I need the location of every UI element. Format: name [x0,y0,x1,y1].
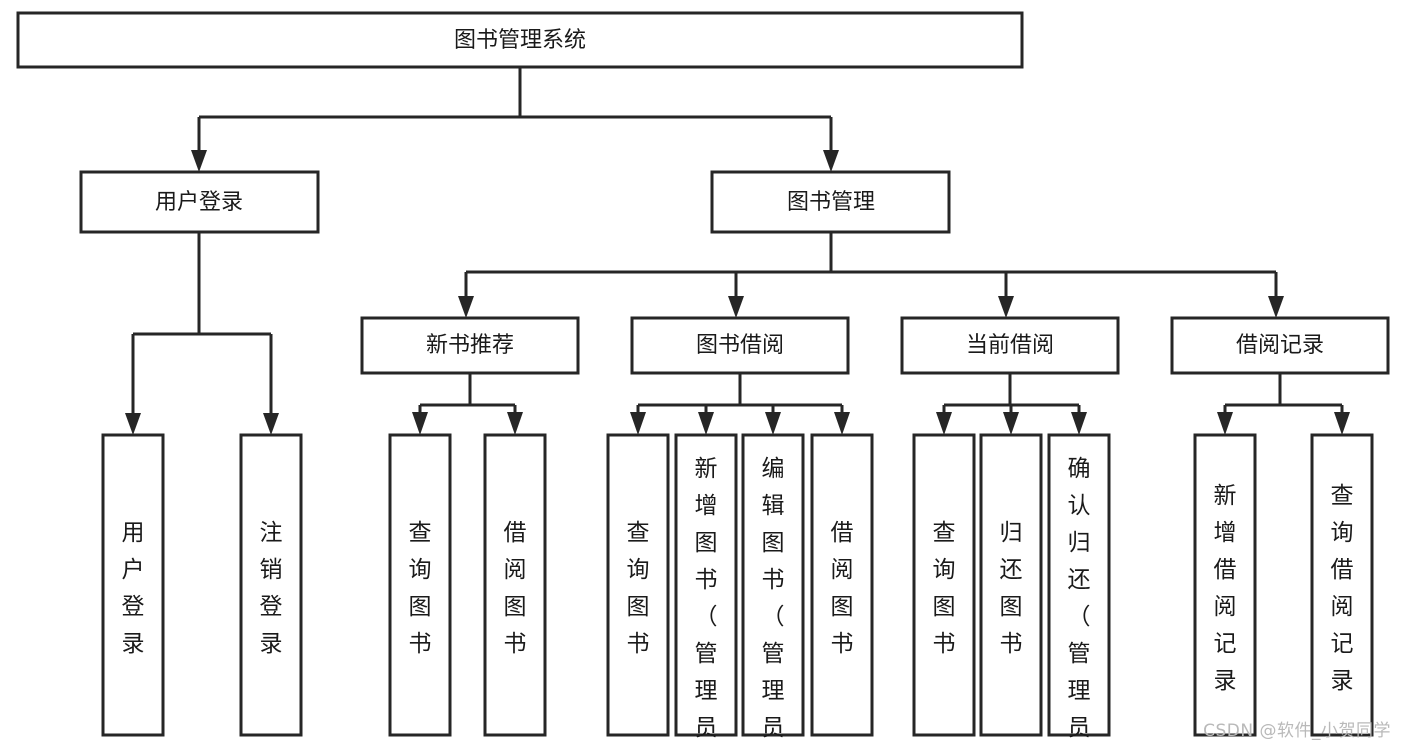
node-user-login-box[interactable] [79,170,320,234]
arrow-book-borrow-leaf-3 [834,412,850,435]
arrow-user-login-leaf-1 [263,413,279,435]
leaf-book-borrow-1-box[interactable] [674,433,738,737]
arrow-current-borrow-leaf-2 [1071,412,1087,435]
leaf-user-login-1-label: 注销登录 [260,520,283,657]
leaf-new-book-1-box[interactable] [483,433,547,737]
leaf-book-borrow-0-label: 查询图书 [627,520,650,657]
node-book-borrow-box[interactable] [630,316,850,375]
leaf-new-book-1[interactable]: 借阅图书 [483,433,547,737]
leaf-book-borrow-3[interactable]: 借阅图书 [810,433,874,737]
leaf-current-borrow-1-box[interactable] [979,433,1043,737]
arrow-current-borrow-leaf-0 [936,412,952,435]
node-borrow-record[interactable]: 借阅记录 [1170,316,1390,375]
leaf-current-borrow-2-box[interactable] [1047,433,1111,737]
leaf-borrow-record-0-box[interactable] [1193,433,1257,737]
arrow-root-to-user-login [191,150,207,172]
node-book-manage-box[interactable] [710,170,951,234]
arrow-borrow-record-leaf-0 [1217,412,1233,435]
leaf-book-borrow-2-box[interactable] [741,433,805,737]
leaf-current-borrow-2-label: 确认归还（管理员） [1068,456,1091,747]
leaf-borrow-record-1[interactable]: 查询借阅记录 [1310,433,1374,737]
leaf-borrow-record-0-label: 新增借阅记录 [1214,483,1237,694]
leaf-current-borrow-0-label: 查询图书 [933,520,956,657]
node-new-book[interactable]: 新书推荐 [360,316,580,375]
leaf-user-login-1[interactable]: 注销登录 [239,433,303,737]
node-borrow-record-box[interactable] [1170,316,1390,375]
arrow-new-book-leaf-0 [412,412,428,435]
leaf-book-borrow-2-label: 编辑图书（管理员） [762,456,785,747]
leaf-current-borrow-1[interactable]: 归还图书 [979,433,1043,737]
arrow-new-book-leaf-1 [507,412,523,435]
arrow-book-manage-to-new-book [458,296,474,318]
arrow-book-manage-to-borrow-record [1268,296,1284,318]
arrow-book-manage-to-current-borrow [998,296,1014,318]
arrow-borrow-record-leaf-1 [1334,412,1350,435]
arrow-book-borrow-leaf-1 [698,412,714,435]
node-new-book-label: 新书推荐 [426,333,514,358]
node-user-login[interactable]: 用户登录 [79,170,320,234]
leaf-borrow-record-1-box[interactable] [1310,433,1374,737]
leaf-book-borrow-1[interactable]: 新增图书（管理员） [674,433,738,747]
leaf-borrow-record-0[interactable]: 新增借阅记录 [1193,433,1257,737]
node-current-borrow-box[interactable] [900,316,1120,375]
arrow-book-manage-to-book-borrow [728,296,744,318]
leaf-borrow-record-1-label: 查询借阅记录 [1331,483,1354,694]
leaf-current-borrow-2[interactable]: 确认归还（管理员） [1047,433,1111,747]
leaf-user-login-0-box[interactable] [101,433,165,737]
node-new-book-box[interactable] [360,316,580,375]
arrow-root-to-book-manage [823,150,839,172]
leaf-book-borrow-2[interactable]: 编辑图书（管理员） [741,433,805,747]
leaf-new-book-0[interactable]: 查询图书 [388,433,452,737]
arrow-book-borrow-leaf-0 [630,412,646,435]
node-borrow-record-label: 借阅记录 [1236,333,1324,358]
node-book-borrow[interactable]: 图书借阅 [630,316,850,375]
node-book-manage-label: 图书管理 [787,190,875,215]
node-current-borrow[interactable]: 当前借阅 [900,316,1120,375]
node-root-box[interactable] [16,11,1024,69]
node-user-login-label: 用户登录 [155,190,243,215]
arrow-user-login-leaf-0 [125,413,141,435]
leaf-book-borrow-0-box[interactable] [606,433,670,737]
leaf-current-borrow-1-label: 归还图书 [1000,520,1023,657]
leaf-current-borrow-0[interactable]: 查询图书 [912,433,976,737]
leaf-book-borrow-3-box[interactable] [810,433,874,737]
arrow-current-borrow-leaf-1 [1003,412,1019,435]
leaf-new-book-0-box[interactable] [388,433,452,737]
leaf-book-borrow-1-label: 新增图书（管理员） [695,456,718,747]
node-root-label: 图书管理系统 [454,28,586,53]
leaf-book-borrow-0[interactable]: 查询图书 [606,433,670,737]
node-book-manage[interactable]: 图书管理 [710,170,951,234]
connector-layer [125,67,1350,435]
node-book-borrow-label: 图书借阅 [696,333,784,358]
leaf-user-login-1-box[interactable] [239,433,303,737]
leaf-new-book-1-label: 借阅图书 [504,520,527,657]
leaf-current-borrow-0-box[interactable] [912,433,976,737]
leaf-new-book-0-label: 查询图书 [409,520,432,657]
arrow-book-borrow-leaf-2 [765,412,781,435]
node-current-borrow-label: 当前借阅 [966,333,1054,358]
leaf-user-login-0-label: 用户登录 [122,520,145,657]
leaf-book-borrow-3-label: 借阅图书 [831,520,854,657]
leaf-user-login-0[interactable]: 用户登录 [101,433,165,737]
node-root[interactable]: 图书管理系统 [16,11,1024,69]
